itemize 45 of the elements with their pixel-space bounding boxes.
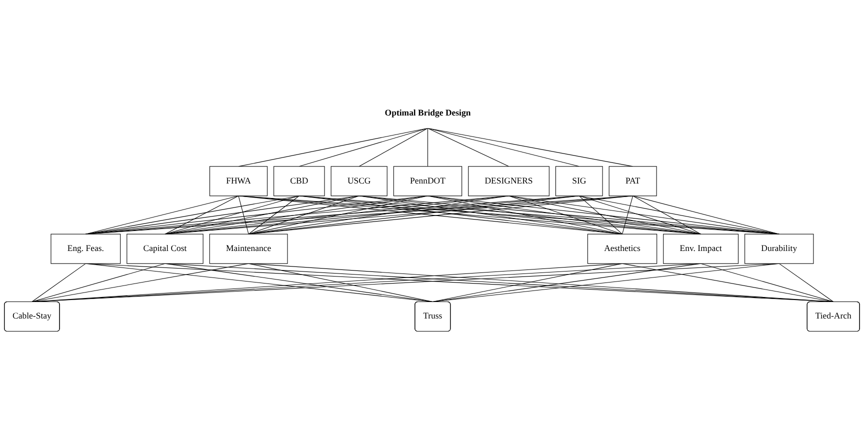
connector: [164, 196, 239, 234]
node-box: Aesthetics: [587, 234, 658, 264]
connector: [700, 263, 834, 302]
node-box: FHWA: [209, 166, 268, 196]
connector: [358, 128, 428, 167]
connector: [508, 196, 780, 234]
connector: [248, 196, 428, 234]
connector: [578, 196, 780, 234]
connector: [508, 196, 702, 234]
node-box: Durability: [744, 234, 814, 264]
node-box: Eng. Feas.: [50, 234, 121, 264]
node-box: Capital Cost: [126, 234, 204, 264]
connector: [427, 196, 780, 234]
node-box: Env. Impact: [663, 234, 739, 264]
node-box: DESIGNERS: [468, 166, 550, 196]
connector: [248, 196, 360, 234]
connector: [622, 196, 634, 234]
connector: [578, 196, 702, 234]
node-box: Maintenance: [209, 234, 288, 264]
connector: [164, 196, 300, 234]
connector: [85, 196, 300, 234]
node-text: Optimal Bridge Design: [384, 108, 471, 118]
connector: [427, 128, 580, 167]
node-box: USCG: [330, 166, 388, 196]
connector: [32, 263, 86, 302]
connector: [632, 196, 780, 234]
connector: [85, 196, 428, 234]
node-box: SIG: [555, 166, 603, 196]
connector: [427, 128, 428, 167]
connector: [508, 196, 623, 234]
connector: [85, 196, 360, 234]
connector: [632, 196, 702, 234]
connector: [778, 263, 834, 302]
connector: [32, 263, 166, 302]
connector: [238, 196, 249, 234]
node-box: PennDOT: [393, 166, 462, 196]
connector: [164, 196, 360, 234]
connector: [164, 196, 428, 234]
connector: [85, 196, 239, 234]
connector: [298, 128, 428, 167]
connector: [248, 196, 300, 234]
connector: [427, 128, 510, 167]
connector: [578, 196, 623, 234]
node-box: PAT: [608, 166, 657, 196]
node-box: CBD: [274, 166, 325, 196]
